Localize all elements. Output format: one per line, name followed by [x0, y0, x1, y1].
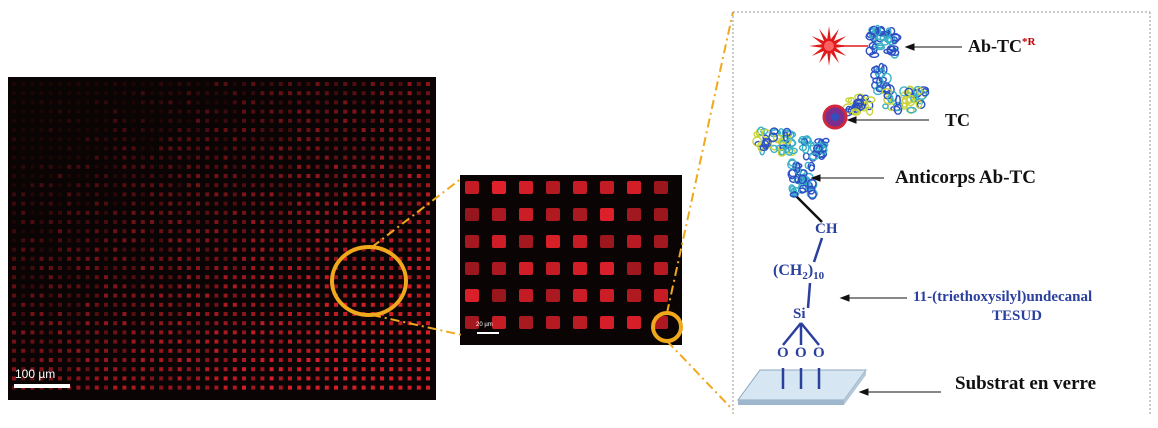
- ab-tc-label: Ab-TC*R: [968, 36, 1035, 57]
- substrat-label: Substrat en verre: [955, 373, 1097, 394]
- fluorophore-star-icon: [809, 26, 849, 66]
- highlight-circle-large: [330, 245, 408, 317]
- zoom-line-bottom-left: [371, 314, 463, 336]
- oxygen-atom-1: O: [777, 345, 789, 361]
- tc-label: TC: [945, 110, 971, 130]
- zoom-line-bottom-right: [666, 340, 734, 411]
- ch2-sub: 2: [802, 270, 808, 283]
- scale-bar-label: 100 µm: [15, 367, 56, 381]
- microscopy-large-spot-array: [12, 82, 430, 390]
- oxygen-atom-2: O: [795, 345, 807, 361]
- ab-tc-label-superscript: *R: [1022, 36, 1036, 48]
- microscopy-large-panel: [8, 77, 436, 400]
- zoom-line-top-right: [666, 11, 734, 314]
- zoom-scale-bar: [477, 332, 499, 334]
- tc-core: [831, 113, 839, 121]
- silicon-atom: Si: [793, 306, 806, 322]
- scale-bar: [14, 384, 70, 388]
- ab-tc-label-text: Ab-TC: [968, 36, 1023, 56]
- ch2-close: ): [807, 262, 814, 279]
- zoom-connector-lines: [371, 11, 734, 411]
- microscopy-zoom-panel: [460, 175, 682, 345]
- anticorps-label: Anticorps Ab-TC: [895, 167, 1036, 188]
- ch-group: CH: [815, 221, 838, 237]
- schematic-frame: [732, 11, 1151, 415]
- linker-chain: [781, 237, 824, 389]
- oxygen-atom-3: O: [813, 345, 825, 361]
- tesud-full-name: 11-(triethoxysilyl)undecanal: [913, 289, 1093, 305]
- ch2-chain: (CH2)10: [773, 262, 824, 282]
- antibody-structure: [752, 24, 930, 200]
- ch2-repeat: 10: [813, 270, 825, 283]
- ch2-open: (CH: [773, 262, 803, 279]
- tesud-abbrev: TESUD: [992, 308, 1043, 324]
- label-arrows: [810, 43, 962, 396]
- zoom-scale-bar-label: 20 µm: [476, 322, 493, 328]
- antibody-anchor-bond: [795, 195, 823, 223]
- microscopy-zoom-spot-array: [465, 181, 668, 329]
